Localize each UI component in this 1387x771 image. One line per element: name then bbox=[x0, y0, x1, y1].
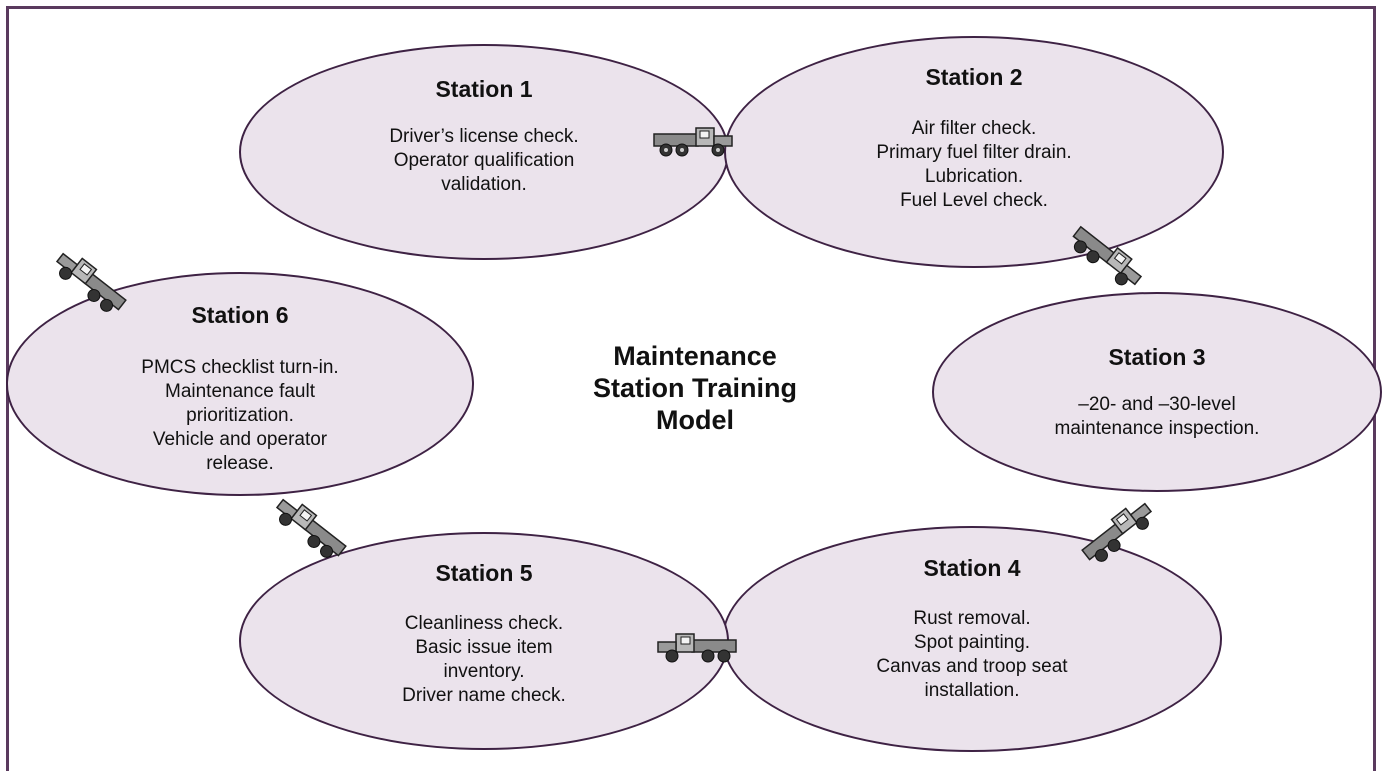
diagram-title: Maintenance Station Training Model bbox=[560, 340, 830, 436]
station-4: Station 4 Rust removal. Spot painting. C… bbox=[722, 526, 1222, 752]
station-5-line: Basic issue item bbox=[415, 637, 553, 658]
truck-icon bbox=[657, 633, 737, 663]
station-1-title: Station 1 bbox=[435, 76, 533, 102]
station-4-line: Spot painting. bbox=[913, 632, 1031, 653]
station-4-description: Rust removal. Spot painting. Canvas and … bbox=[724, 607, 1220, 703]
station-5: Station 5 Cleanliness check. Basic issue… bbox=[239, 532, 729, 750]
diagram-title-line: Maintenance bbox=[613, 341, 777, 371]
station-6-title: Station 6 bbox=[191, 302, 289, 328]
truck-icon bbox=[55, 252, 127, 312]
station-5-description: Cleanliness check. Basic issue item inve… bbox=[241, 612, 727, 708]
station-5-line: inventory. bbox=[443, 661, 525, 682]
station-6: Station 6 PMCS checklist turn-in. Mainte… bbox=[6, 272, 474, 496]
station-6-line: Vehicle and operator bbox=[152, 429, 328, 450]
truck-icon bbox=[1081, 502, 1153, 562]
station-4-line: installation. bbox=[924, 680, 1020, 701]
station-5-line: Cleanliness check. bbox=[404, 613, 564, 634]
truck-icon bbox=[653, 127, 733, 157]
truck-icon bbox=[275, 498, 347, 558]
station-2-line: Air filter check. bbox=[911, 118, 1037, 139]
station-1-line: validation. bbox=[441, 174, 527, 195]
station-6-line: Maintenance fault bbox=[165, 381, 315, 402]
station-2-line: Primary fuel filter drain. bbox=[876, 142, 1072, 163]
station-1-line: Operator qualification bbox=[393, 150, 575, 171]
station-1: Station 1 Driver’s license check. Operat… bbox=[239, 44, 729, 260]
station-6-line: prioritization. bbox=[186, 405, 294, 426]
station-3-line: –20- and –30-level bbox=[1078, 394, 1236, 415]
station-6-line: PMCS checklist turn-in. bbox=[141, 357, 339, 378]
station-4-line: Rust removal. bbox=[913, 608, 1031, 629]
station-2: Station 2 Air filter check. Primary fuel… bbox=[724, 36, 1224, 268]
station-2-title: Station 2 bbox=[925, 64, 1023, 90]
station-2-line: Fuel Level check. bbox=[900, 190, 1048, 211]
station-1-line: Driver’s license check. bbox=[389, 126, 579, 147]
diagram-title-line: Station Training bbox=[592, 373, 797, 403]
station-1-description: Driver’s license check. Operator qualifi… bbox=[241, 125, 727, 197]
truck-icon bbox=[1072, 225, 1143, 286]
station-3-line: maintenance inspection. bbox=[1054, 418, 1260, 439]
station-6-line: release. bbox=[206, 453, 274, 474]
station-2-description: Air filter check. Primary fuel filter dr… bbox=[726, 117, 1222, 213]
station-4-line: Canvas and troop seat bbox=[876, 656, 1068, 677]
station-5-line: Driver name check. bbox=[402, 685, 566, 706]
station-2-line: Lubrication. bbox=[924, 166, 1024, 187]
station-3-description: –20- and –30-level maintenance inspectio… bbox=[934, 393, 1380, 441]
station-5-title: Station 5 bbox=[435, 560, 533, 586]
station-6-description: PMCS checklist turn-in. Maintenance faul… bbox=[8, 356, 472, 476]
diagram-title-line: Model bbox=[656, 405, 734, 435]
station-4-title: Station 4 bbox=[923, 555, 1021, 581]
station-3-title: Station 3 bbox=[1108, 344, 1206, 370]
station-3: Station 3 –20- and –30-level maintenance… bbox=[932, 292, 1382, 492]
